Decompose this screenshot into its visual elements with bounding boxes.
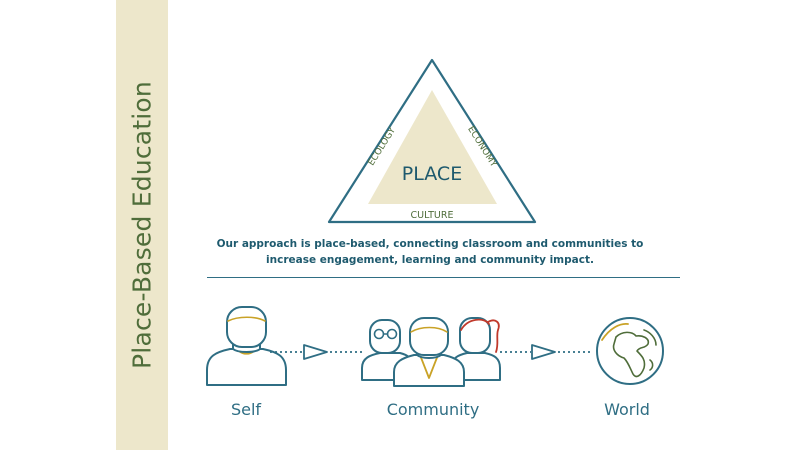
tagline-line-1: Our approach is place-based, connecting …: [216, 238, 644, 250]
label-world: World: [604, 400, 650, 419]
sidebar-band: [116, 0, 168, 450]
community-group-icon: [361, 317, 501, 387]
tagline: Our approach is place-based, connecting …: [190, 236, 670, 268]
inner-triangle: [368, 90, 497, 204]
arrow-right-icon: [270, 344, 362, 360]
tagline-line-2: increase engagement, learning and commun…: [266, 254, 594, 266]
divider: [207, 277, 680, 278]
place-triangle: PLACE ECOLOGY ECONOMY CULTURE: [327, 58, 537, 224]
label-community: Community: [386, 400, 480, 419]
triangle-center-label: PLACE: [402, 163, 462, 185]
globe-icon: [596, 317, 664, 385]
arrow-right-icon: [500, 344, 592, 360]
triangle-bottom-label: CULTURE: [411, 210, 454, 221]
person-self-icon: [206, 306, 287, 386]
label-self: Self: [230, 400, 262, 419]
